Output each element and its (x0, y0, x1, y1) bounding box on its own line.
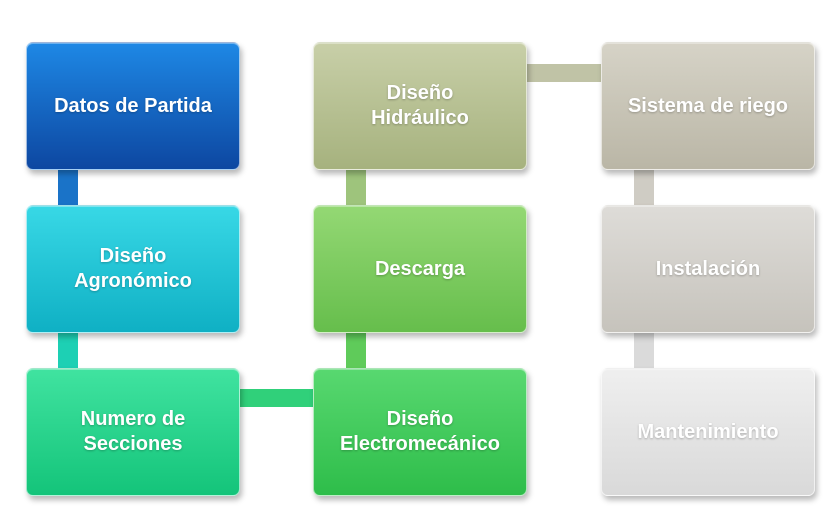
connector-datos-agronomico (58, 168, 78, 210)
node-sistema-de-riego: Sistema de riego (601, 42, 815, 170)
connector-descarga-hidraulico (346, 168, 366, 210)
connector-instalacion-mantenimiento (634, 330, 654, 372)
node-descarga: Descarga (313, 205, 527, 333)
connector-electromecanico-descarga (346, 330, 366, 372)
connector-hidraulico-riego (524, 64, 604, 82)
node-instalacion-label: Instalación (655, 257, 761, 280)
node-datos-de-partida: Datos de Partida (26, 42, 240, 170)
node-diseno-electromecanico-label: Diseño Electromecánico (339, 408, 501, 455)
node-datos-de-partida-label: Datos de Partida (54, 94, 212, 117)
connector-agronomico-secciones (58, 330, 78, 372)
node-descarga-label: Descarga (374, 257, 466, 280)
node-mantenimiento: Mantenimiento (601, 368, 815, 496)
node-numero-de-secciones: Numero de Secciones (26, 368, 240, 496)
connector-riego-instalacion (634, 168, 654, 210)
node-diseno-agronomico: Diseño Agronómico (26, 205, 240, 333)
node-diseno-agronomico-label: Diseño Agronómico (74, 245, 192, 292)
node-numero-de-secciones-label: Numero de Secciones (80, 408, 186, 455)
node-diseno-hidraulico-label: Diseño Hidráulico (371, 82, 469, 129)
node-diseno-electromecanico: Diseño Electromecánico (313, 368, 527, 496)
node-instalacion: Instalación (601, 205, 815, 333)
node-mantenimiento-label: Mantenimiento (637, 420, 779, 443)
connector-secciones-electromecanico (236, 389, 318, 407)
node-diseno-hidraulico: Diseño Hidráulico (313, 42, 527, 170)
node-sistema-de-riego-label: Sistema de riego (627, 94, 789, 117)
